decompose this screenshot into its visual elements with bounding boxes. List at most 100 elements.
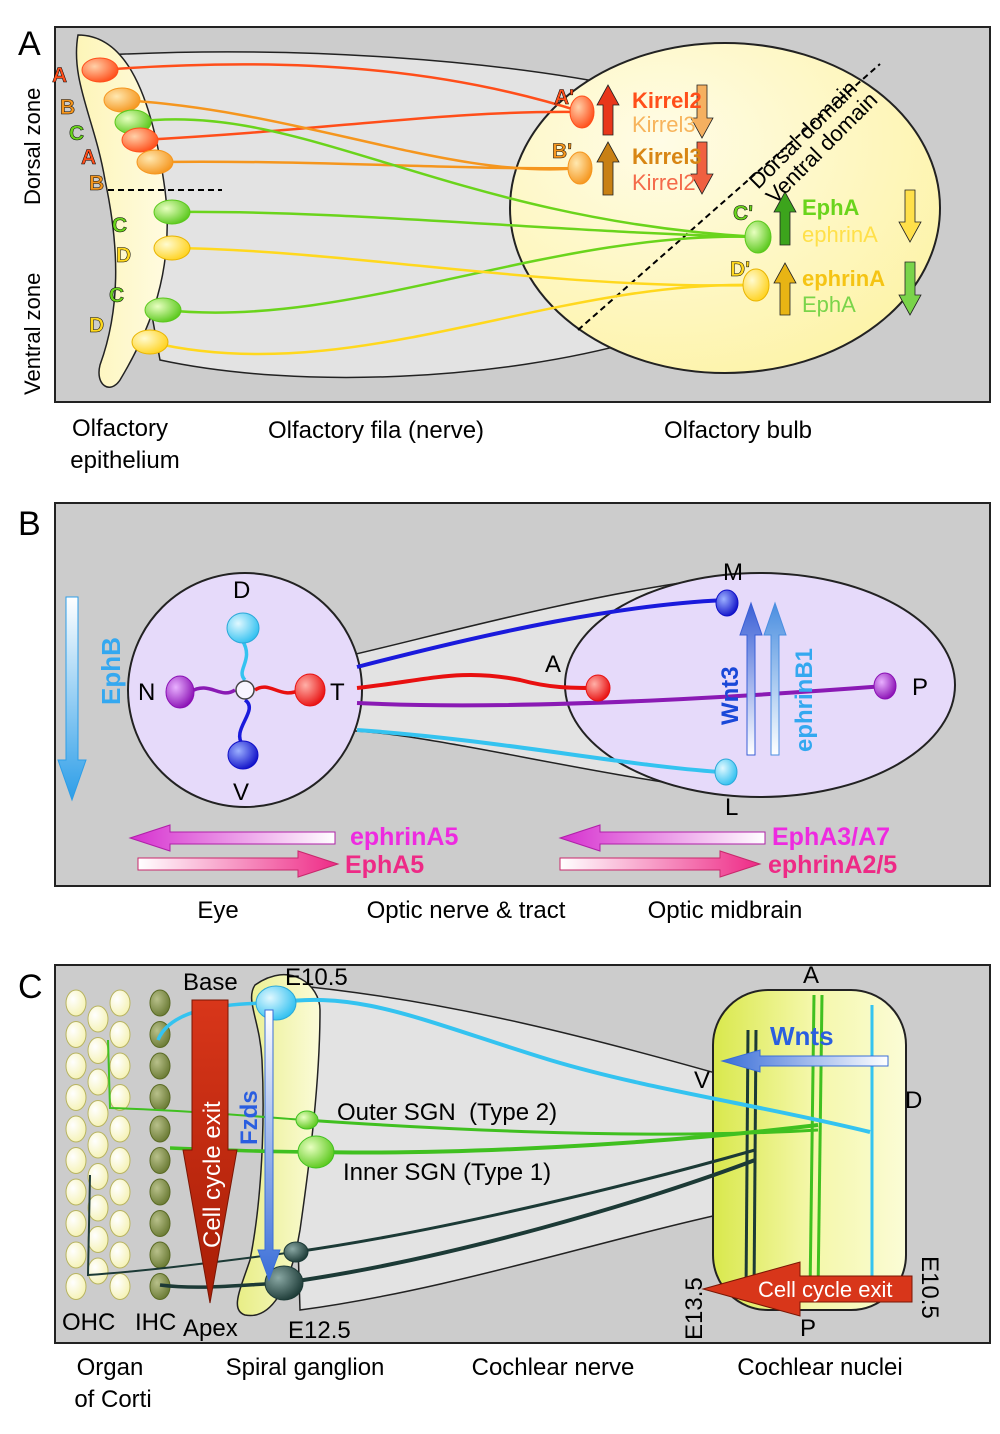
up-arrow-epha xyxy=(773,191,797,246)
apex-label: Apex xyxy=(183,1315,238,1342)
eye-label-n: N xyxy=(138,679,155,706)
outer-hair-cell xyxy=(65,1210,87,1237)
optic-midbrain xyxy=(564,572,956,798)
fzds-arrow xyxy=(257,1009,281,1282)
outer-hair-cell xyxy=(87,1068,109,1096)
nuclei-label-d: D xyxy=(905,1087,922,1114)
up-arrow-ephrina-d xyxy=(773,262,797,316)
bulb-label-d: D' xyxy=(730,258,750,281)
outer-hair-cell xyxy=(65,1241,87,1269)
epi-label-c-2: C xyxy=(112,214,127,237)
eye-label-v: V xyxy=(233,779,249,806)
fzds-label: Fzds xyxy=(236,1090,263,1145)
cell-c-2 xyxy=(153,199,191,225)
cell-b-2 xyxy=(136,149,174,175)
caption-fila: Olfactory fila (nerve) xyxy=(268,417,484,444)
eye-cell-t xyxy=(294,673,326,707)
cell-b-1 xyxy=(103,87,141,113)
sgn-apex-inner xyxy=(264,1265,304,1301)
tract-axon-blue xyxy=(356,598,726,669)
outer-hair-cell xyxy=(65,1147,87,1174)
caption-organ-2: of Corti xyxy=(74,1386,151,1413)
sgn-inner xyxy=(297,1135,335,1169)
epi-label-d-1: D xyxy=(116,244,131,267)
axon-a-2 xyxy=(139,110,583,142)
panel-a-letter: A xyxy=(18,25,41,63)
caption-epithelium-2: epithelium xyxy=(70,447,179,474)
caption-epithelium-1: Olfactory xyxy=(72,415,168,442)
ephrina5-arrow xyxy=(128,824,336,852)
eye-axon-n xyxy=(189,686,236,695)
ephb-label: EphB xyxy=(96,637,126,705)
label-kirrel3-a: Kirrel3 xyxy=(632,112,696,137)
axon-b-2 xyxy=(154,160,581,170)
axon-c-1 xyxy=(134,118,759,239)
panel-c-letter: C xyxy=(18,968,43,1006)
inner-hair-cell xyxy=(149,1241,171,1269)
wnt3-arrow xyxy=(739,601,763,756)
central-base-axon xyxy=(274,997,871,1134)
outer-hair-cell xyxy=(65,1115,87,1143)
epi-label-c-1: C xyxy=(69,122,84,145)
e125-label: E12.5 xyxy=(288,1317,351,1344)
epi-label-b-2: B xyxy=(89,172,104,195)
midbrain-label-p: P xyxy=(912,674,928,701)
ephrina25-label: ephrinA2/5 xyxy=(768,851,897,879)
ephb-arrow xyxy=(57,596,87,802)
glomerulus-c xyxy=(744,220,772,254)
nuclei-label-p: P xyxy=(800,1315,816,1342)
epi-label-c-3: C xyxy=(109,284,124,307)
caption-optic-midbrain: Optic midbrain xyxy=(648,897,803,924)
cell-a-1 xyxy=(81,57,119,83)
cochlear-nuclei xyxy=(712,989,907,1311)
cell-d-2 xyxy=(131,329,169,355)
epha3a7-label: EphA3/A7 xyxy=(772,823,890,851)
eye-axon-d xyxy=(240,639,249,682)
outer-hair-cell xyxy=(65,1178,87,1206)
ephrina5-label: ephrinA5 xyxy=(350,823,458,851)
target-l xyxy=(714,758,738,786)
midbrain-label-a: A xyxy=(545,651,561,678)
bulb-label-c: C' xyxy=(733,202,753,225)
base-label: Base xyxy=(183,969,238,996)
eye-cell-d xyxy=(226,612,260,644)
cell-cycle-exit-horizontal-label: Cell cycle exit xyxy=(758,1277,892,1302)
cell-cycle-exit-vertical-label: Cell cycle exit xyxy=(199,1101,226,1248)
down-arrow-kirrel3 xyxy=(690,84,714,139)
outer-hair-cell xyxy=(87,1163,109,1190)
label-kirrel2-b: Kirrel2 xyxy=(632,170,696,195)
caption-cochlear-nerve: Cochlear nerve xyxy=(472,1354,635,1381)
outer-hair-cell xyxy=(87,1194,109,1222)
outer-hair-cell xyxy=(109,1084,131,1111)
wnts-label: Wnts xyxy=(770,1021,834,1051)
midbrain-label-m: M xyxy=(723,559,743,586)
epi-label-b-1: B xyxy=(60,96,75,119)
bulb-label-b: B' xyxy=(552,140,572,163)
caption-eye: Eye xyxy=(197,897,238,924)
outer-sgn-label: Outer SGN (Type 2) xyxy=(337,1099,557,1126)
axon-c-3 xyxy=(164,235,759,314)
outer-hair-cell xyxy=(65,989,87,1017)
inner-hair-cell xyxy=(149,1052,171,1080)
glomerulus-a xyxy=(569,95,595,129)
wnt3-label: Wnt3 xyxy=(717,666,744,725)
outer-hair-cell xyxy=(65,1273,87,1300)
panel-b-letter: B xyxy=(18,505,41,543)
epi-label-d-2: D xyxy=(89,314,104,337)
panel-c: C xyxy=(18,962,991,1413)
sgn-apex-outer xyxy=(283,1241,309,1263)
wnts-arrow xyxy=(720,1049,889,1073)
inner-hair-cell xyxy=(149,1178,171,1206)
ephrina25-arrow xyxy=(559,850,762,878)
panel-a: A A xyxy=(18,25,991,474)
outer-hair-cell xyxy=(65,1021,87,1048)
spiral-ganglion xyxy=(236,973,321,1317)
label-kirrel2-a: Kirrel2 xyxy=(632,88,702,113)
glomerulus-b xyxy=(567,151,593,185)
outer-hair-cell xyxy=(109,1115,131,1143)
central-inner-axon xyxy=(314,1123,819,1155)
tract-axon-cyan xyxy=(356,728,721,774)
axon-d-2 xyxy=(149,283,757,356)
target-m xyxy=(715,589,739,617)
e135-label: E13.5 xyxy=(681,1277,708,1340)
